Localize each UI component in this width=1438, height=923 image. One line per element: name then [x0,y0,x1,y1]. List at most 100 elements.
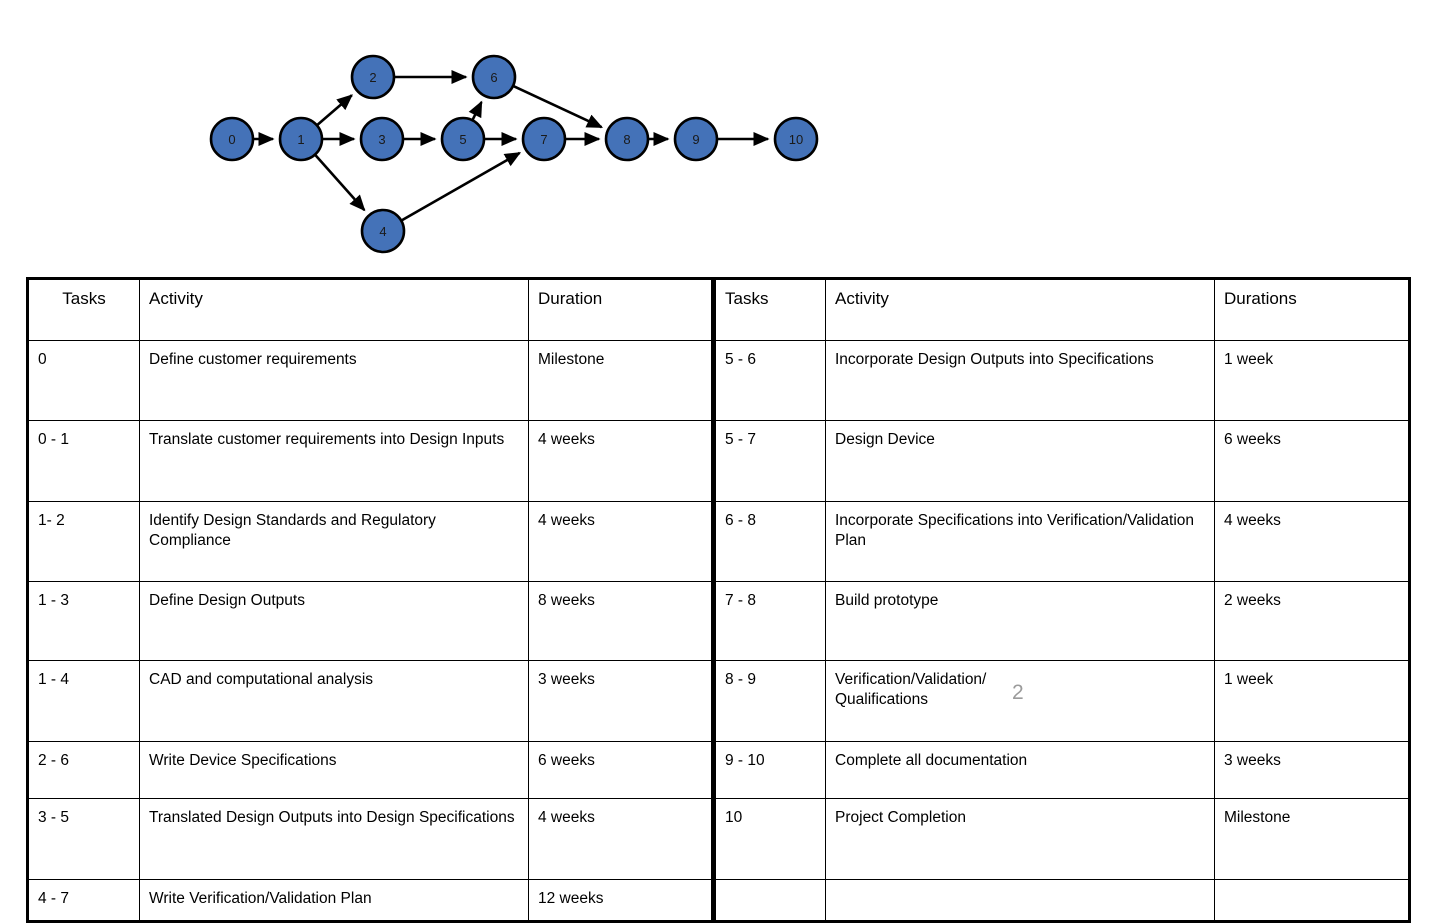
node-circle-10 [773,116,819,162]
cell-duration-right [1214,879,1410,922]
cell-task-right: 5 - 7 [713,420,826,502]
cell-task-left: 1- 2 [27,501,140,582]
header-tasks-right: Tasks [713,278,826,341]
node-10[interactable]: 10 [773,116,819,162]
node-0[interactable]: 0 [209,116,255,162]
cell-duration-right: 4 weeks [1214,501,1410,582]
cell-activity-left: Write Device Specifications [139,741,529,799]
header-tasks-left: Tasks [27,278,140,341]
header-duration-left: Duration [528,278,716,341]
cell-task-right: 7 - 8 [713,581,826,661]
nodes-layer: 0 1 2 3 4 5 6 7 8 9 10 [209,54,819,254]
node-label-8: 8 [623,132,630,147]
task-table-container: Tasks Activity Duration Tasks Activity D… [26,277,1411,923]
cell-activity-left: Write Verification/Validation Plan [139,879,529,922]
cell-duration-left: 6 weeks [528,741,716,799]
cell-activity-right [825,879,1215,922]
cell-activity-right: Incorporate Specifications into Verifica… [825,501,1215,582]
node-circle-2 [350,54,396,100]
node-label-9: 9 [692,132,699,147]
cell-duration-left: 4 weeks [528,798,716,880]
cell-task-left: 1 - 4 [27,660,140,742]
cell-task-right: 6 - 8 [713,501,826,582]
cell-activity-right: Build prototype [825,581,1215,661]
cell-activity-left: Translated Design Outputs into Design Sp… [139,798,529,880]
node-label-4: 4 [379,224,386,239]
node-6[interactable]: 6 [471,54,517,100]
node-1[interactable]: 1 [278,116,324,162]
cell-duration-left: 4 weeks [528,501,716,582]
node-circle-5 [440,116,486,162]
cell-activity-left: CAD and computational analysis [139,660,529,742]
node-circle-4 [360,208,406,254]
node-5[interactable]: 5 [440,116,486,162]
node-3[interactable]: 3 [359,116,405,162]
cell-task-right: 8 - 9 [713,660,826,742]
cell-task-left: 3 - 5 [27,798,140,880]
node-9[interactable]: 9 [673,116,719,162]
cell-activity-left: Define customer requirements [139,340,529,421]
network-diagram: 0 1 2 3 4 5 6 7 8 9 10 [0,0,900,270]
node-circle-9 [673,116,719,162]
node-circle-6 [471,54,517,100]
node-2[interactable]: 2 [350,54,396,100]
cell-duration-right: Milestone [1214,798,1410,880]
cell-task-left: 0 - 1 [27,420,140,502]
cell-activity-right: Complete all documentation [825,741,1215,799]
cell-duration-right: 1 week [1214,340,1410,421]
edges-layer [254,69,770,222]
edge-1-to-2 [316,94,353,126]
cell-task-right: 10 [713,798,826,880]
cell-duration-left: 12 weeks [528,879,716,922]
cell-duration-left: Milestone [528,340,716,421]
node-circle-3 [359,116,405,162]
cell-duration-left: 3 weeks [528,660,716,742]
cell-task-left: 0 [27,340,140,421]
network-diagram-svg: 0 1 2 3 4 5 6 7 8 9 10 [209,54,819,254]
cell-task-left: 4 - 7 [27,879,140,922]
node-label-2: 2 [369,70,376,85]
node-label-10: 10 [789,132,803,147]
node-4[interactable]: 4 [360,208,406,254]
cell-duration-left: 8 weeks [528,581,716,661]
header-activity-left: Activity [139,278,529,341]
cell-task-left: 2 - 6 [27,741,140,799]
task-table: Tasks Activity Duration Tasks Activity D… [26,277,1411,923]
node-circle-7 [521,116,567,162]
edge-5-to-6 [468,100,483,120]
cell-task-left: 1 - 3 [27,581,140,661]
cell-activity-right: Project Completion [825,798,1215,880]
cell-task-right: 5 - 6 [713,340,826,421]
node-8[interactable]: 8 [604,116,650,162]
edge-4-to-7 [401,151,522,222]
edge-1-to-4 [314,154,366,212]
cell-duration-right: 1 week [1214,660,1410,742]
cell-activity-left: Identify Design Standards and Regulatory… [139,501,529,582]
task-table-header: Tasks Activity Duration Tasks Activity D… [27,278,1410,341]
header-activity-right: Activity [825,278,1215,341]
cell-duration-right: 6 weeks [1214,420,1410,502]
table-header-row: Tasks Activity Duration Tasks Activity D… [27,278,1410,341]
node-circle-0 [209,116,255,162]
cell-duration-right: 3 weeks [1214,741,1410,799]
edge-6-to-8 [513,85,604,129]
node-label-5: 5 [459,132,466,147]
cell-activity-left: Define Design Outputs [139,581,529,661]
node-label-0: 0 [228,132,235,147]
header-duration-right: Durations [1214,278,1410,341]
cell-activity-left: Translate customer requirements into Des… [139,420,529,502]
node-label-3: 3 [378,132,385,147]
cell-duration-left: 4 weeks [528,420,716,502]
node-label-6: 6 [490,70,497,85]
node-label-7: 7 [540,132,547,147]
cell-activity-right: Verification/Validation/Qualifications [825,660,1215,742]
node-7[interactable]: 7 [521,116,567,162]
